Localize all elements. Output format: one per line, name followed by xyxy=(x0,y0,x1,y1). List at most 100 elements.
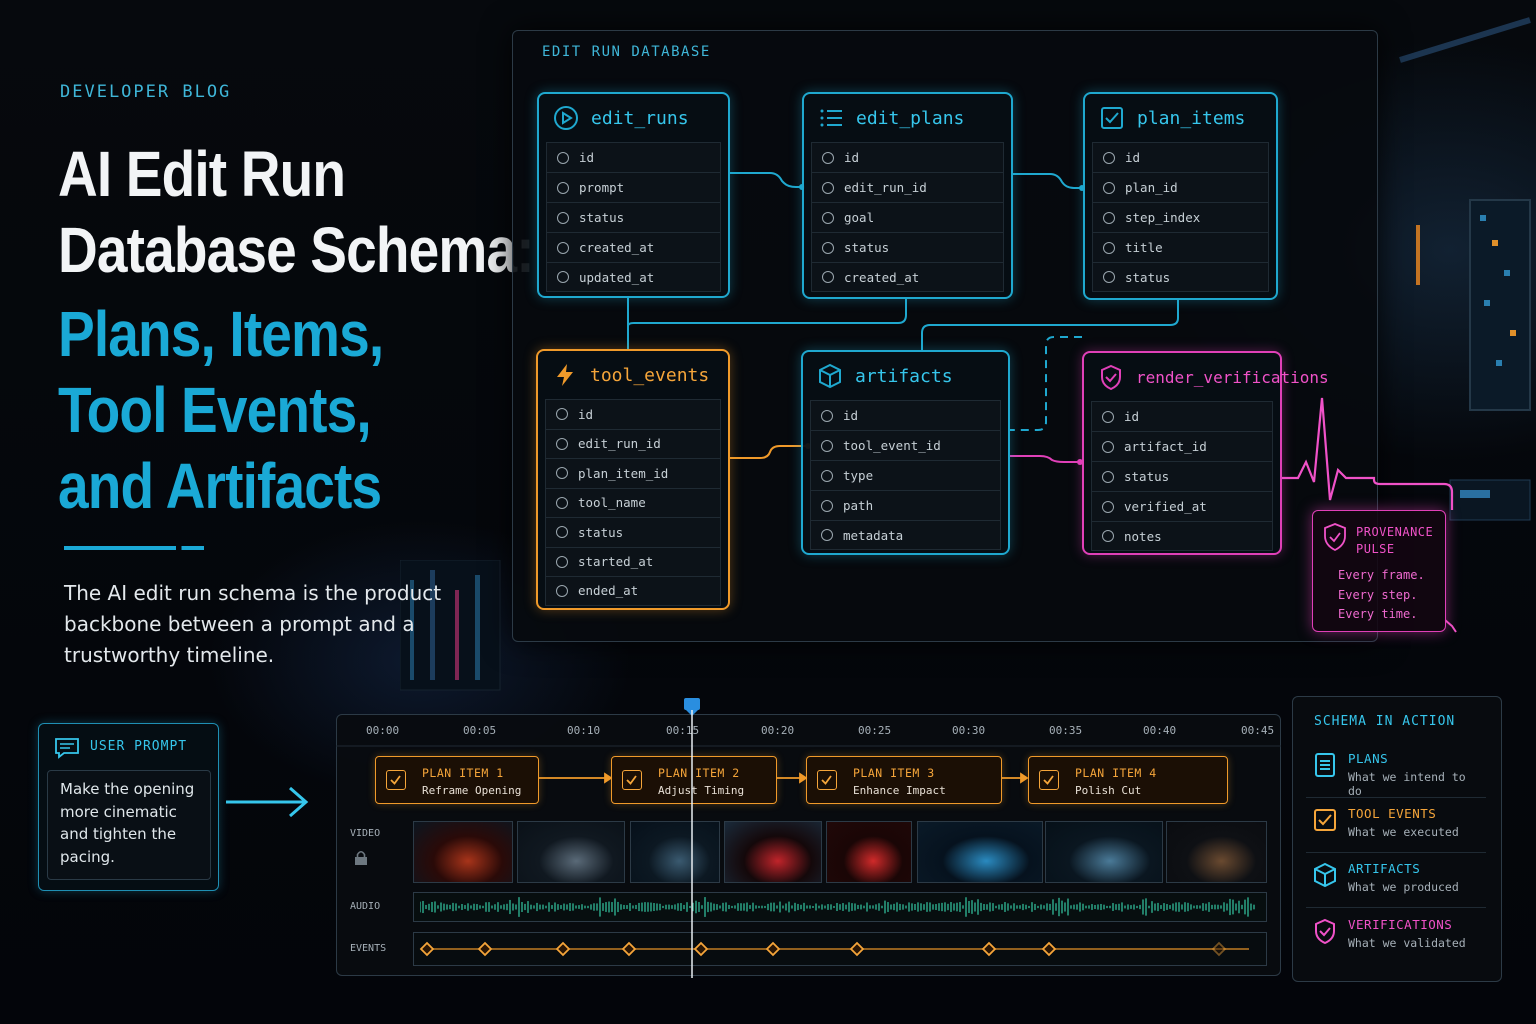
table-field-row[interactable]: created_at xyxy=(546,232,721,262)
table-field-row[interactable]: status xyxy=(811,232,1004,262)
divider xyxy=(64,546,204,550)
table-field-row[interactable]: type xyxy=(810,460,1001,490)
field-name: tool_name xyxy=(578,495,646,511)
video-frame-thumbnail[interactable] xyxy=(826,821,912,883)
table-name: plan_items xyxy=(1137,107,1246,129)
user-prompt-box[interactable] xyxy=(47,770,211,880)
table-field-row[interactable]: id xyxy=(546,142,721,172)
table-field-row[interactable]: ended_at xyxy=(545,576,721,606)
event-markers xyxy=(419,941,1249,957)
plan-item-block[interactable]: PLAN ITEM 2 Adjust Timing xyxy=(611,756,777,804)
table-field-row[interactable]: step_index xyxy=(1092,202,1269,232)
video-frame-thumbnail[interactable] xyxy=(1045,821,1163,883)
table-field-row[interactable]: status xyxy=(1092,262,1269,292)
field-icon xyxy=(556,467,568,480)
event-marker[interactable] xyxy=(419,941,435,957)
video-frame-thumbnail[interactable] xyxy=(1166,821,1267,883)
table-field-row[interactable]: created_at xyxy=(811,262,1004,292)
table-field-row[interactable]: edit_run_id xyxy=(811,172,1004,202)
plan-item-block[interactable]: PLAN ITEM 3 Enhance Impact xyxy=(806,756,1002,804)
table-field-row[interactable]: artifact_id xyxy=(1091,431,1273,461)
field-icon xyxy=(557,211,569,224)
table-edit-plans[interactable]: edit_plans id edit_run_id goal status cr… xyxy=(802,92,1013,299)
table-field-row[interactable]: status xyxy=(545,517,721,547)
table-field-row[interactable]: updated_at xyxy=(546,262,721,292)
table-field-row[interactable]: plan_id xyxy=(1092,172,1269,202)
table-fields: id tool_event_id type path metadata xyxy=(810,400,1001,550)
table-header: artifacts xyxy=(803,352,1008,400)
event-marker[interactable] xyxy=(765,941,781,957)
timeline-tick: 00:10 xyxy=(567,724,601,737)
table-field-row[interactable]: verified_at xyxy=(1091,491,1273,521)
schema-item-title: TOOL EVENTS xyxy=(1348,806,1437,821)
table-field-row[interactable]: id xyxy=(1092,142,1269,172)
field-name: status xyxy=(1125,269,1171,285)
table-field-row[interactable]: started_at xyxy=(545,546,721,576)
table-tool-events[interactable]: tool_events id edit_run_id plan_item_id … xyxy=(536,349,730,610)
ruler-line xyxy=(336,745,1281,747)
plan-item-block[interactable]: PLAN ITEM 4 Polish Cut xyxy=(1028,756,1228,804)
field-icon xyxy=(557,271,569,283)
plan-item-block[interactable]: PLAN ITEM 1 Reframe Opening xyxy=(375,756,539,804)
timeline-tick: 00:05 xyxy=(463,724,497,737)
table-field-row[interactable]: id xyxy=(811,142,1004,172)
table-field-row[interactable]: path xyxy=(810,490,1001,520)
event-marker[interactable] xyxy=(1041,941,1057,957)
video-frame-thumbnail[interactable] xyxy=(517,821,625,883)
video-frame-thumbnail[interactable] xyxy=(724,821,822,883)
provenance-text: Every frame. Every step. Every time. xyxy=(1338,566,1425,625)
table-field-row[interactable]: id xyxy=(545,399,721,429)
event-marker[interactable] xyxy=(981,941,997,957)
table-artifacts[interactable]: artifacts id tool_event_id type path met… xyxy=(801,350,1010,555)
field-icon xyxy=(821,499,833,512)
field-icon xyxy=(557,241,569,254)
event-marker[interactable] xyxy=(477,941,493,957)
field-name: id xyxy=(1125,150,1141,165)
video-frame-thumbnail[interactable] xyxy=(413,821,513,883)
table-field-row[interactable]: tool_event_id xyxy=(810,430,1001,460)
field-name: status xyxy=(844,240,890,255)
field-icon xyxy=(1102,500,1114,513)
field-name: goal xyxy=(844,210,875,225)
lock-icon[interactable] xyxy=(354,850,368,866)
checkbox-icon xyxy=(1099,105,1125,131)
field-name: id xyxy=(844,150,860,165)
table-field-row[interactable]: plan_item_id xyxy=(545,458,721,488)
table-plan-items[interactable]: plan_items id plan_id step_index title s… xyxy=(1083,92,1278,300)
table-header: render_verifications xyxy=(1084,353,1329,401)
table-field-row[interactable]: id xyxy=(810,400,1001,430)
event-marker[interactable] xyxy=(693,941,709,957)
table-field-row[interactable]: status xyxy=(546,202,721,232)
title-line-2: Database Schema: xyxy=(58,214,535,286)
table-render-verifications[interactable]: render_verifications id artifact_id stat… xyxy=(1082,351,1329,555)
event-marker[interactable] xyxy=(849,941,865,957)
timeline-tick: 00:35 xyxy=(1049,724,1083,737)
table-field-row[interactable]: status xyxy=(1091,461,1273,491)
event-marker[interactable] xyxy=(555,941,571,957)
table-field-row[interactable]: notes xyxy=(1091,521,1273,551)
table-field-row[interactable]: title xyxy=(1092,232,1269,262)
table-field-row[interactable]: edit_run_id xyxy=(545,428,721,458)
event-marker[interactable] xyxy=(1211,941,1227,957)
table-field-row[interactable]: tool_name xyxy=(545,487,721,517)
video-frame-thumbnail[interactable] xyxy=(630,821,720,883)
table-field-row[interactable]: prompt xyxy=(546,172,721,202)
title-line-1: AI Edit Run xyxy=(58,138,346,210)
playhead[interactable] xyxy=(682,696,702,978)
field-icon xyxy=(1102,470,1114,483)
schema-item-desc: What we produced xyxy=(1348,880,1459,894)
event-marker[interactable] xyxy=(621,941,637,957)
timeline-tick: 00:40 xyxy=(1143,724,1177,737)
field-name: updated_at xyxy=(579,269,655,285)
field-name: status xyxy=(579,210,625,225)
video-frame-thumbnail[interactable] xyxy=(917,821,1043,883)
field-name: type xyxy=(843,468,874,483)
provenance-title-line-1: PROVENANCE xyxy=(1356,525,1434,539)
table-field-row[interactable]: goal xyxy=(811,202,1004,232)
table-field-row[interactable]: id xyxy=(1091,401,1273,431)
table-edit-runs[interactable]: edit_runs id prompt status created_at up… xyxy=(537,92,730,298)
field-name: created_at xyxy=(579,240,655,255)
table-field-row[interactable]: metadata xyxy=(810,520,1001,550)
field-icon xyxy=(556,555,568,568)
